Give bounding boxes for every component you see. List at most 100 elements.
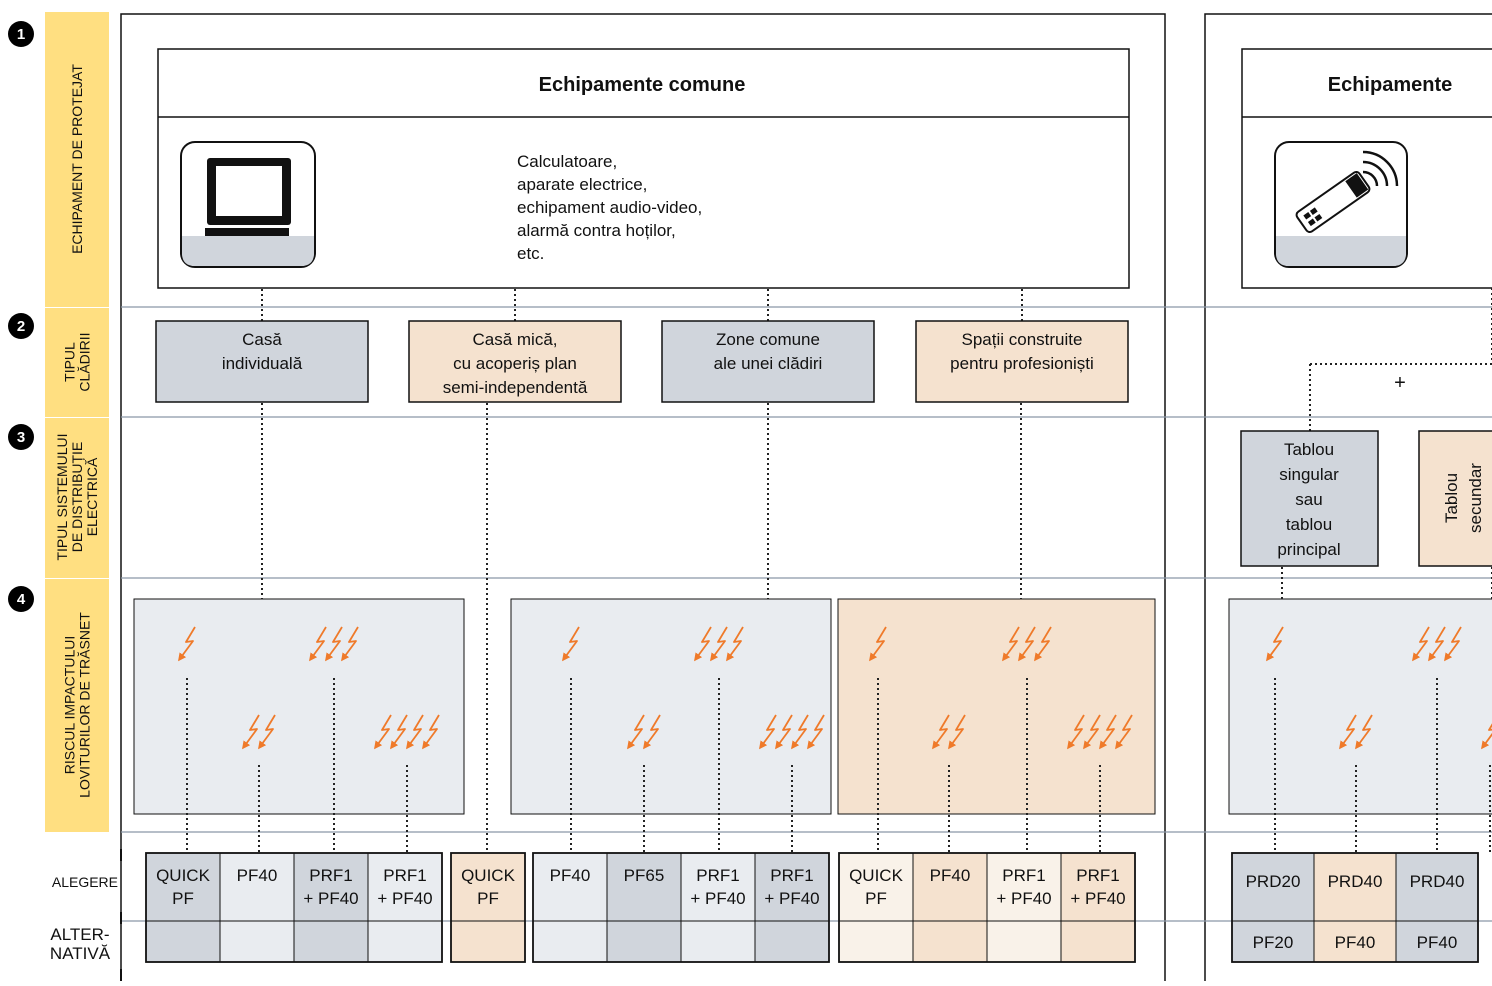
- building-type-label: Casă mică,cu acoperiș plansemi-independe…: [443, 330, 588, 397]
- lightning-bolt-path: [759, 714, 777, 750]
- choice-label-line: + PF40: [303, 889, 358, 908]
- choice-label-line: PF40: [930, 866, 971, 885]
- lightning-bolt-path: [1002, 626, 1020, 662]
- choice-label: PRF1+ PF40: [690, 866, 745, 908]
- distribution-main-label-line: sau: [1295, 490, 1322, 509]
- icon-floor: [1276, 236, 1406, 266]
- choice-label-line: PRF1: [383, 866, 426, 885]
- signal-wave: [1362, 170, 1379, 187]
- choice-cell: [838, 852, 914, 922]
- lightning-bolt-path: [1067, 714, 1085, 750]
- monitor-base: [205, 228, 289, 236]
- alternative-cell: [219, 920, 295, 963]
- lightning-bolt-path: [562, 626, 580, 662]
- choice-label: PRF1+ PF40: [377, 866, 432, 908]
- equipment-description-line: Calculatoare,: [517, 152, 617, 171]
- building-type-label-line: Casă mică,: [472, 330, 557, 349]
- icon-floor: [182, 236, 314, 266]
- sidebar-section-building: [45, 308, 109, 417]
- choice-label-line: PRF1: [1002, 866, 1045, 885]
- lightning-bolt-icon: [178, 626, 196, 662]
- alternative-cell: [606, 920, 682, 963]
- alternative-label: PF40: [1417, 933, 1458, 952]
- sidebar-section-risk: [45, 579, 109, 832]
- remote-sensor: [1345, 173, 1369, 198]
- alternative-cell: [145, 920, 221, 963]
- choice-cell: [680, 852, 756, 922]
- lightning-bolt-icon: [1481, 723, 1492, 750]
- label-alternativa-line: NATIVĂ: [50, 944, 111, 963]
- lightning-bolt-icon: [341, 626, 359, 662]
- signal-wave: [1362, 160, 1389, 187]
- lightning-bolt-icon: [694, 626, 712, 662]
- choice-label-line: PRF1: [696, 866, 739, 885]
- distribution-secondary-box: [1418, 430, 1492, 567]
- building-type-label-line: individuală: [222, 354, 303, 373]
- alternative-cell: [986, 920, 1062, 963]
- choice-group-border: [838, 852, 1136, 963]
- building-type-label-line: cu acoperiș plan: [453, 354, 577, 373]
- lightning-bolt-icon: [1339, 714, 1357, 750]
- lightning-bolt-path: [1355, 714, 1373, 750]
- sidebar-label-line: LOVITURILOR DE TRĂSNET: [77, 612, 93, 798]
- lightning-bolt-path: [643, 714, 661, 750]
- lightning-bolt-icon: [1099, 714, 1117, 750]
- remote-button: [1309, 207, 1318, 215]
- choice-cell: [986, 852, 1062, 922]
- lightning-bolt-icon: [390, 714, 408, 750]
- choice-label: PRF1+ PF40: [1070, 866, 1125, 908]
- choice-label: PRF1+ PF40: [996, 866, 1051, 908]
- lightning-bolt-icon: [1266, 626, 1284, 662]
- lightning-bolt-path: [869, 626, 887, 662]
- plus-sign: +: [1394, 372, 1406, 394]
- alternative-cell: [367, 920, 443, 963]
- choice-label-line: PF40: [237, 866, 278, 885]
- sidebar-section-equipment: [45, 12, 109, 307]
- building-type-label-line: ale unei clădiri: [714, 354, 823, 373]
- choice-cell: [606, 852, 682, 922]
- lightning-bolt-icon: [1034, 626, 1052, 662]
- monitor-screen: [216, 166, 282, 216]
- choice-cell: [367, 852, 443, 922]
- alternative-label: PF20: [1253, 933, 1294, 952]
- equipment-description-line: aparate electrice,: [517, 175, 647, 194]
- lightning-bolt-icon: [775, 714, 793, 750]
- sidebar-label-line: CLĂDIRII: [77, 332, 93, 391]
- lightning-bolt-path: [710, 626, 728, 662]
- choice-label: PF65: [624, 866, 665, 885]
- remote-body: [1295, 170, 1371, 234]
- choice-label-line: PRF1: [309, 866, 352, 885]
- choice-cell: [532, 852, 608, 922]
- alternative-cell: [754, 920, 830, 963]
- risk-box: [837, 598, 1156, 815]
- alternative-cell: [1395, 920, 1479, 963]
- lightning-bolt-icon: [422, 714, 440, 750]
- sidebar-label-line: ECHIPAMENT DE PROTEJAT: [69, 64, 85, 254]
- right-risk-box: [1228, 598, 1492, 815]
- choice-label-line: QUICK: [461, 866, 516, 885]
- lightning-bolt-icon: [759, 714, 777, 750]
- distribution-main-label-line: singular: [1279, 465, 1339, 484]
- lightning-bolt-path: [1115, 714, 1133, 750]
- building-type-box: [155, 320, 369, 403]
- lightning-bolt-path: [627, 714, 645, 750]
- equipment-title: Echipamente comune: [539, 74, 746, 96]
- choice-label-line: PF40: [550, 866, 591, 885]
- lightning-bolt-path: [341, 626, 359, 662]
- sidebar-label-line: TIPUL SISTEMULUI: [54, 433, 70, 560]
- equipment-box: [157, 48, 1130, 289]
- right-equipment-title: Echipamente: [1328, 74, 1452, 96]
- distribution-main-label-line: Tablou: [1284, 440, 1334, 459]
- choice-label-line: QUICK: [849, 866, 904, 885]
- lightning-bolt-icon: [1083, 714, 1101, 750]
- step-marker-icon: [8, 313, 34, 339]
- lightning-bolt-icon: [1018, 626, 1036, 662]
- choice-label: PRD40: [1410, 872, 1465, 891]
- alternative-cell: [838, 920, 914, 963]
- choice-label: PF40: [550, 866, 591, 885]
